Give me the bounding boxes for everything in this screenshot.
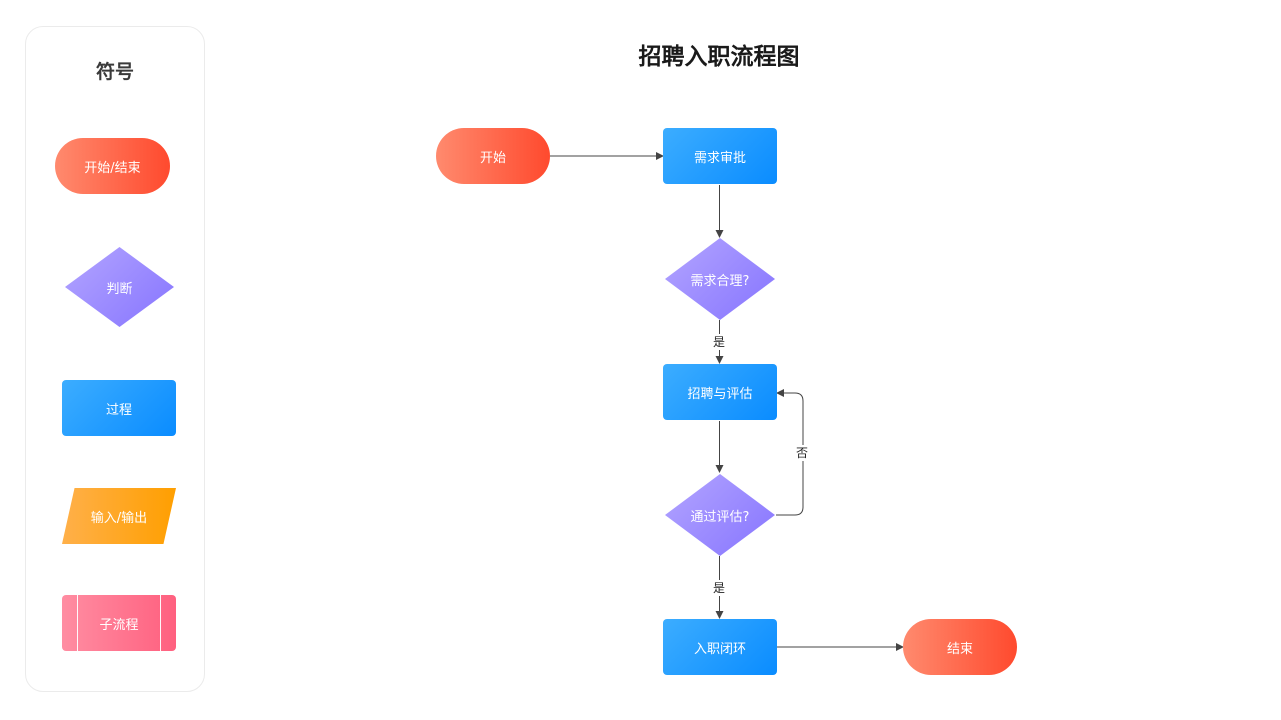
legend-subprocess-label: 子流程 bbox=[99, 617, 139, 633]
subprocess-right-bar bbox=[160, 595, 161, 651]
legend-io-label: 输入/输出 bbox=[90, 510, 148, 526]
legend-process-shape[interactable]: 过程 bbox=[62, 380, 176, 436]
legend-io-shape[interactable]: 输入/输出 bbox=[62, 488, 176, 544]
edge-label-yes-2: 是 bbox=[713, 580, 726, 596]
legend-process-label: 过程 bbox=[105, 402, 132, 418]
legend-panel: 符号 bbox=[25, 26, 205, 692]
io-parallelogram bbox=[62, 488, 176, 544]
legend-title: 符号 bbox=[95, 61, 134, 83]
node-start-label: 开始 bbox=[479, 150, 506, 166]
legend-decision-shape[interactable]: 判断 bbox=[65, 247, 174, 327]
node-approval-label: 需求审批 bbox=[693, 150, 746, 166]
node-reasonable[interactable]: 需求合理? bbox=[665, 238, 775, 320]
legend-decision-label: 判断 bbox=[106, 281, 133, 297]
edge-label-yes-1: 是 bbox=[713, 334, 726, 350]
node-passed-label: 通过评估? bbox=[690, 509, 750, 525]
legend-terminal-label: 开始/结束 bbox=[84, 160, 141, 176]
node-onboard-label: 入职闭环 bbox=[693, 641, 746, 657]
flowchart-title: 招聘入职流程图 bbox=[638, 44, 800, 70]
node-start[interactable]: 开始 bbox=[436, 128, 550, 184]
node-recruit-label: 招聘与评估 bbox=[687, 386, 753, 402]
node-approval[interactable]: 需求审批 bbox=[663, 128, 777, 184]
legend-terminal-shape[interactable]: 开始/结束 bbox=[55, 138, 170, 194]
node-reasonable-label: 需求合理? bbox=[690, 273, 750, 289]
node-end-label: 结束 bbox=[946, 641, 973, 657]
node-onboard[interactable]: 入职闭环 bbox=[663, 619, 777, 675]
legend-subprocess-shape[interactable]: 子流程 bbox=[62, 595, 176, 651]
node-recruit[interactable]: 招聘与评估 bbox=[663, 364, 777, 420]
subprocess-left-bar bbox=[77, 595, 78, 651]
node-passed[interactable]: 通过评估? bbox=[665, 474, 775, 556]
node-end[interactable]: 结束 bbox=[903, 619, 1017, 675]
edge-label-no: 否 bbox=[796, 445, 809, 461]
